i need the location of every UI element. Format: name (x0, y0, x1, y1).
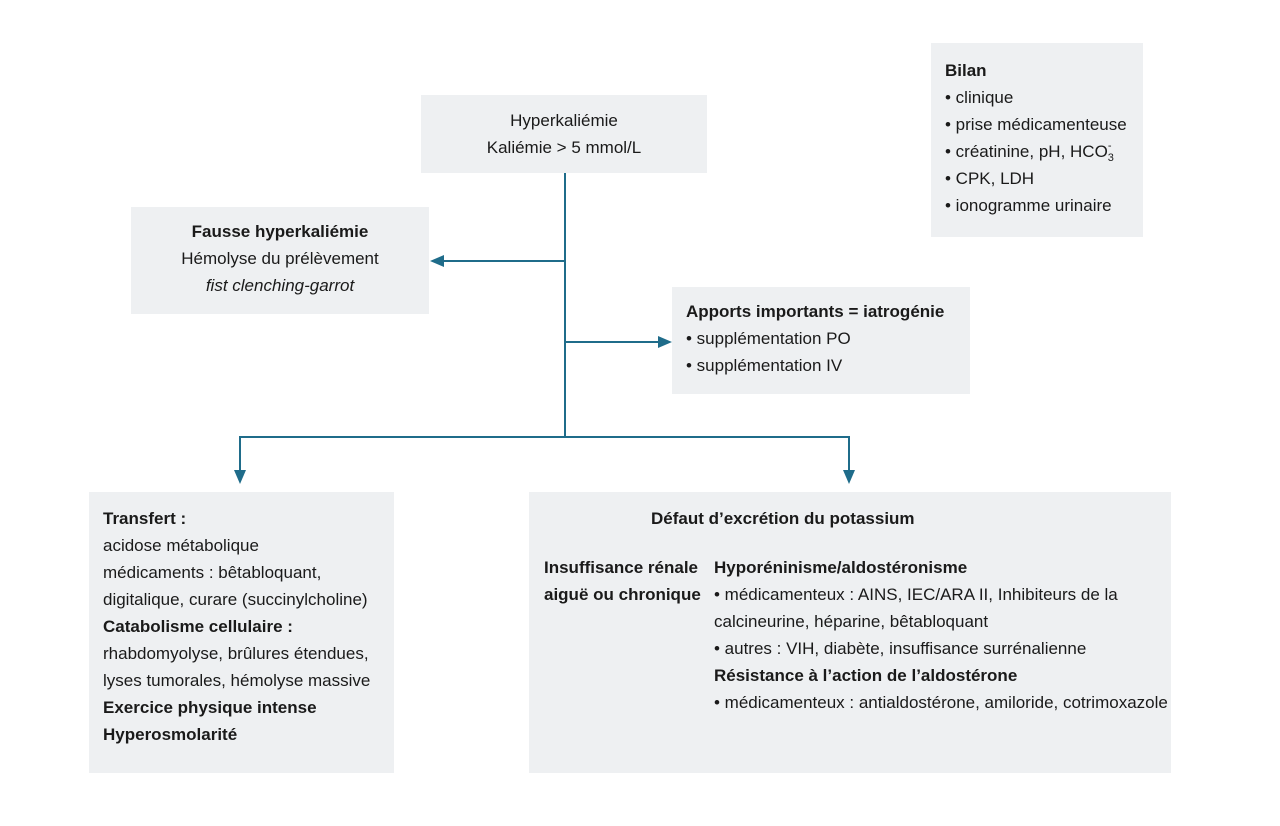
hco3-superscript: - (1107, 140, 1112, 152)
transfert-line: acidose métabolique (103, 536, 259, 555)
hyporeninisme-line: calcineurine, héparine, bêtabloquant (714, 612, 989, 631)
bilan-item: • ionogramme urinaire (945, 196, 1112, 215)
fausse-line: Hémolyse du prélèvement (181, 249, 379, 268)
arrow-fausse-icon (430, 255, 444, 267)
hco3-subscript: 3 (1107, 152, 1114, 164)
bilan-box: Bilan • clinique • prise médicamenteuse … (931, 43, 1143, 237)
branch-bottom-line (239, 436, 850, 472)
transfert-box: Transfert : acidose métabolique médicame… (89, 492, 394, 773)
insuffisance-renale-line: aiguë ou chronique (544, 585, 701, 604)
fausse-line-italic: fist clenching-garrot (205, 276, 355, 295)
arrow-defaut-icon (843, 470, 855, 484)
apports-item: • supplémentation PO (686, 329, 851, 348)
hyperosmolarite-title: Hyperosmolarité (103, 725, 238, 744)
catabolisme-line: rhabdomyolyse, brûlures étendues, (103, 644, 369, 663)
insuffisance-renale-line: Insuffisance rénale (544, 558, 699, 577)
defaut-box: Défaut d’excrétion du potassium Insuffis… (529, 492, 1171, 773)
root-box: Hyperkaliémie Kaliémie > 5 mmol/L (421, 95, 707, 173)
root-subtitle: Kaliémie > 5 mmol/L (486, 138, 642, 157)
resistance-title: Résistance à l’action de l’aldostérone (714, 666, 1018, 685)
arrow-transfert-icon (234, 470, 246, 484)
defaut-title: Défaut d’excrétion du potassium (651, 509, 915, 528)
resistance-line: • médicamenteux : antialdostérone, amilo… (714, 693, 1168, 712)
catabolisme-title: Catabolisme cellulaire : (103, 617, 293, 636)
apports-box: Apports importants = iatrogénie • supplé… (672, 287, 970, 394)
apports-title: Apports importants = iatrogénie (686, 302, 945, 321)
bilan-title: Bilan (945, 61, 987, 80)
transfert-line: digitalique, curare (succinylcholine) (103, 590, 368, 609)
transfert-line: médicaments : bêtabloquant, (103, 563, 322, 582)
apports-item: • supplémentation IV (686, 356, 843, 375)
insuffisance-renale: Insuffisance rénale aiguë ou chronique (544, 554, 701, 608)
catabolisme-line: lyses tumorales, hémolyse massive (103, 671, 371, 690)
hyporeninisme-title: Hyporéninisme/aldostéronisme (714, 558, 968, 577)
bilan-item-creatinine: • créatinine, pH, HCO3- (945, 140, 1114, 164)
bilan-item: • clinique (945, 88, 1014, 107)
bilan-item: • prise médicamenteuse (945, 115, 1127, 134)
root-title: Hyperkaliémie (510, 111, 618, 130)
fausse-box: Fausse hyperkaliémie Hémolyse du prélève… (131, 207, 429, 314)
fausse-title: Fausse hyperkaliémie (191, 222, 369, 241)
hyporeninisme-block: Hyporéninisme/aldostéronisme • médicamen… (714, 554, 1168, 716)
transfert-title: Transfert : (103, 509, 187, 528)
exercice-title: Exercice physique intense (103, 698, 317, 717)
arrow-apports-icon (658, 336, 672, 348)
hyporeninisme-line: • autres : VIH, diabète, insuffisance su… (714, 639, 1087, 658)
bilan-item: • CPK, LDH (945, 169, 1035, 188)
hyporeninisme-line: • médicamenteux : AINS, IEC/ARA II, Inhi… (714, 585, 1118, 604)
